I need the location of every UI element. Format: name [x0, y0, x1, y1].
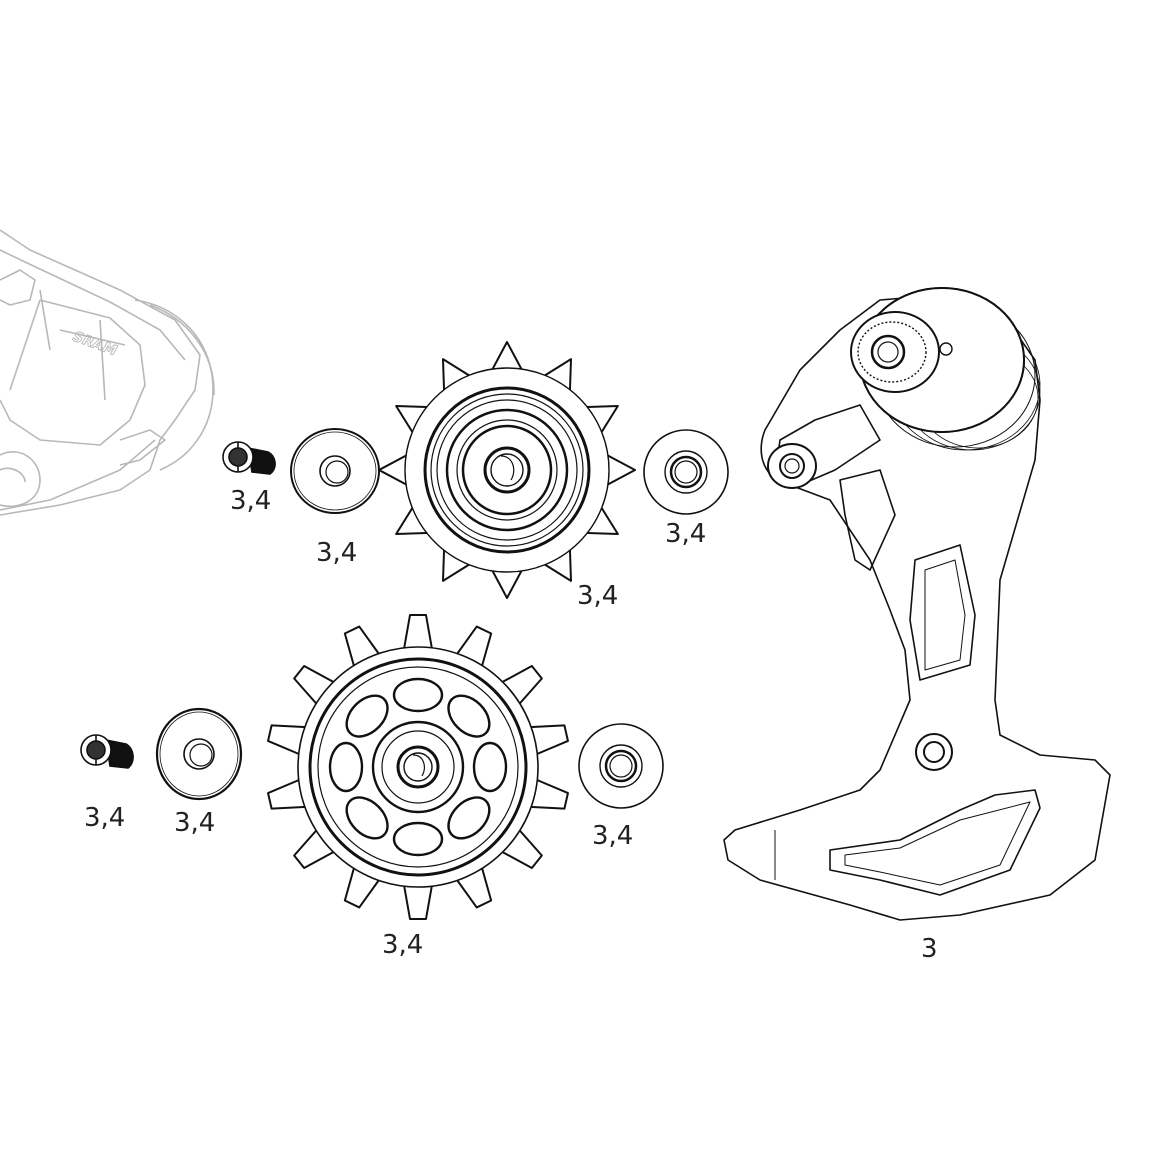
- lower-pulley-bolt: [80, 734, 134, 769]
- label-lower-outer-cover: 3,4: [174, 808, 216, 838]
- upper-inner-cover: [643, 429, 729, 515]
- label-lower-pulley-wheel: 3,4: [382, 930, 424, 960]
- upper-pulley-bolt: [222, 441, 276, 475]
- lower-pulley-wheel: [267, 614, 569, 920]
- upper-outer-cover: [290, 428, 380, 514]
- lower-inner-cover: [578, 723, 664, 809]
- label-upper-pulley-bolt: 3,4: [230, 486, 272, 516]
- label-upper-pulley-wheel: 3,4: [577, 581, 619, 611]
- upper-pulley-wheel: [378, 341, 636, 599]
- derailleur-body-ghost: [0, 229, 215, 516]
- label-lower-pulley-bolt: 3,4: [84, 803, 126, 833]
- lower-outer-cover: [155, 707, 243, 801]
- cage-assembly: [723, 287, 1111, 921]
- label-upper-outer-cover: 3,4: [316, 538, 358, 568]
- label-upper-inner-cover: 3,4: [665, 519, 707, 549]
- sram-logo-ghost: SRAM: [71, 329, 119, 360]
- label-lower-inner-cover: 3,4: [592, 821, 634, 851]
- label-cage-assembly: 3: [921, 934, 938, 964]
